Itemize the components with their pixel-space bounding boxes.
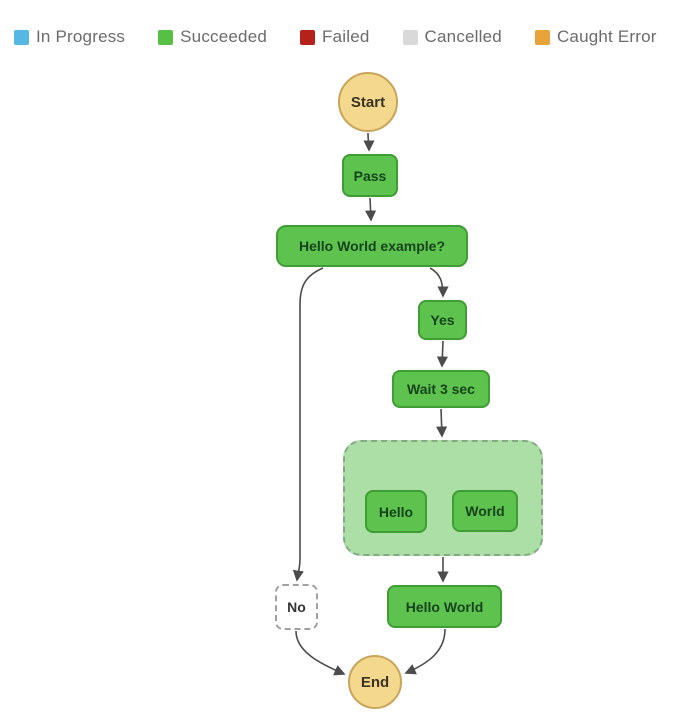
succeeded-swatch <box>158 29 174 45</box>
edge-wait-to-parallel <box>436 408 448 438</box>
legend-item-failed: Failed <box>300 27 370 47</box>
status-legend: In Progress Succeeded Failed Cancelled C… <box>14 27 657 47</box>
legend-item-caught-error: Caught Error <box>534 27 657 47</box>
cancelled-swatch <box>402 29 418 45</box>
end-node-label: End <box>360 673 390 691</box>
edge-yes-to-wait <box>436 340 448 368</box>
legend-item-cancelled: Cancelled <box>402 27 502 47</box>
failed-swatch <box>300 29 316 45</box>
start-node: Start <box>338 72 398 132</box>
hello-task-label: Hello <box>378 503 414 520</box>
edge-pass-to-choice <box>364 197 377 222</box>
caught-error-swatch <box>534 29 550 45</box>
in-progress-swatch <box>14 29 29 45</box>
legend-label-succeeded: Succeeded <box>180 27 268 46</box>
yes-branch-node[interactable]: Yes <box>418 300 467 340</box>
legend-item-succeeded: Succeeded <box>158 27 267 47</box>
hello-task-node[interactable]: Hello <box>365 490 427 533</box>
pass-state-label: Pass <box>353 167 387 184</box>
choice-state-label: Hello World example? <box>299 238 445 254</box>
choice-state-node[interactable]: Hello World example? <box>276 225 468 267</box>
legend-label-cancelled: Cancelled <box>424 27 502 46</box>
no-branch-label: No <box>287 599 306 615</box>
legend-item-in-progress: In Progress <box>14 27 125 47</box>
yes-branch-label: Yes <box>430 312 455 328</box>
edge-choice-to-no <box>292 267 324 582</box>
end-node: End <box>348 655 402 709</box>
legend-label-caught-error: Caught Error <box>556 27 657 46</box>
edge-helloworld-to-end <box>404 628 446 675</box>
world-task-label: World <box>465 503 505 519</box>
pass-state-node[interactable]: Pass <box>342 154 398 197</box>
wait-state-node[interactable]: Wait 3 sec <box>392 370 490 408</box>
wait-state-label: Wait 3 sec <box>407 381 475 397</box>
edge-no-to-end <box>295 630 346 676</box>
edge-start-to-pass <box>363 132 375 152</box>
legend-label-in-progress: In Progress <box>36 27 126 46</box>
start-node-label: Start <box>350 93 386 111</box>
hello-world-task-node[interactable]: Hello World <box>387 585 502 628</box>
edge-choice-to-yes <box>429 267 449 298</box>
world-task-node[interactable]: World <box>452 490 518 532</box>
no-branch-node[interactable]: No <box>275 584 318 630</box>
hello-world-task-label: Hello World <box>405 598 484 615</box>
legend-label-failed: Failed <box>322 27 370 46</box>
